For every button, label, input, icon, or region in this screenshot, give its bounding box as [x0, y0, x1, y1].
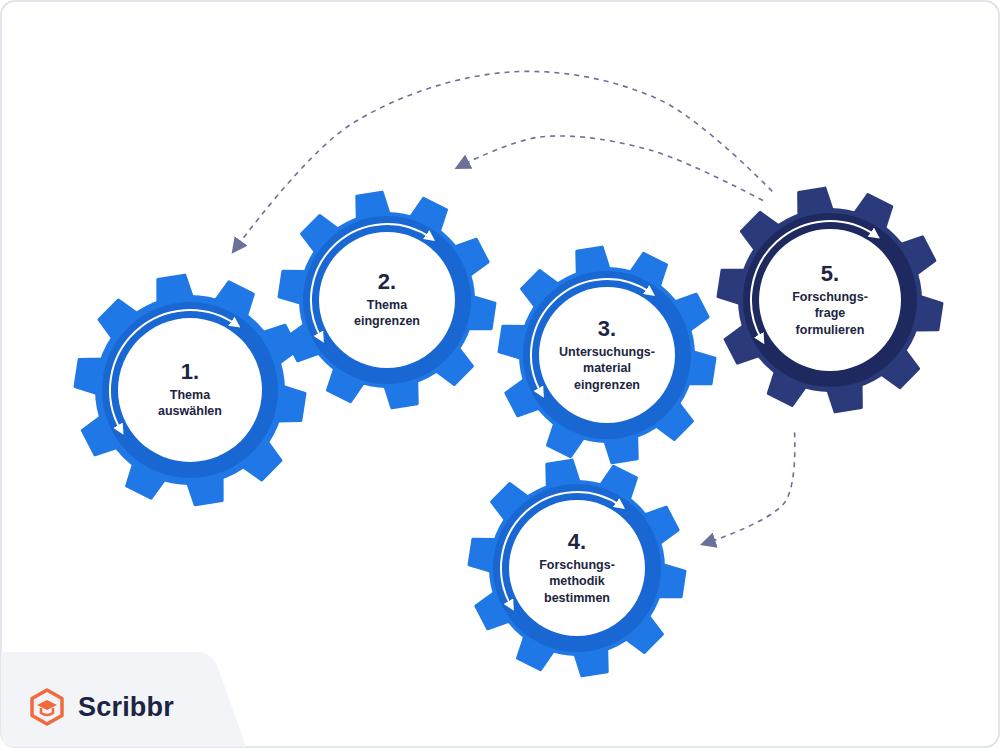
gear-teeth [718, 188, 942, 412]
gear-text: 2. Thema eingrenzen [341, 270, 433, 330]
gear-teeth [469, 460, 685, 676]
gear-ring [493, 484, 661, 652]
step-label: Forschungs- methodik bestimmen [529, 557, 625, 606]
gear-hub [118, 318, 262, 462]
logo-icon [32, 690, 62, 724]
step-label: Untersuchungs- material eingrenzen [551, 344, 663, 393]
step-number: 5. [821, 262, 839, 286]
rotation-arrow [110, 310, 236, 430]
gear-node: 5. Forschungs- frage formulieren [718, 188, 942, 412]
rotation-arrow [751, 221, 875, 340]
gear-teeth [279, 192, 495, 408]
gear-hub [539, 287, 675, 423]
rotation-arrow [501, 492, 621, 606]
gear-node: 2. Thema eingrenzen [279, 192, 495, 408]
gear-ring [102, 302, 278, 478]
logo-panel [1, 652, 246, 747]
gear-node: 4. Forschungs- methodik bestimmen [469, 460, 685, 676]
step-label: Thema auswählen [144, 387, 236, 420]
gear-text: 3. Untersuchungs- material eingrenzen [551, 317, 663, 393]
dashed-connector [708, 432, 795, 542]
step-label: Forschungs- frage formulieren [782, 289, 878, 338]
gear-text: 5. Forschungs- frage formulieren [782, 262, 878, 338]
rotation-arrow [531, 279, 651, 393]
gear-text: 4. Forschungs- methodik bestimmen [529, 530, 625, 606]
gear-hub [759, 229, 901, 371]
step-number: 4. [568, 530, 586, 554]
dashed-connector [462, 136, 763, 201]
gear-hub [319, 232, 455, 368]
gear-ring [523, 271, 691, 439]
brand-name: Scribbr [78, 692, 174, 723]
gear-node: 1. Thema auswählen [75, 275, 305, 505]
step-number: 3. [598, 317, 616, 341]
step-number: 1. [181, 360, 199, 384]
gear-node: 3. Untersuchungs- material eingrenzen [499, 247, 715, 463]
step-number: 2. [378, 270, 396, 294]
gear-hub [509, 500, 645, 636]
gear-ring [743, 213, 917, 387]
gear-teeth [499, 247, 715, 463]
gear-teeth [75, 275, 305, 505]
gear-ring [303, 216, 471, 384]
step-label: Thema eingrenzen [341, 297, 433, 330]
gear-text: 1. Thema auswählen [144, 360, 236, 420]
